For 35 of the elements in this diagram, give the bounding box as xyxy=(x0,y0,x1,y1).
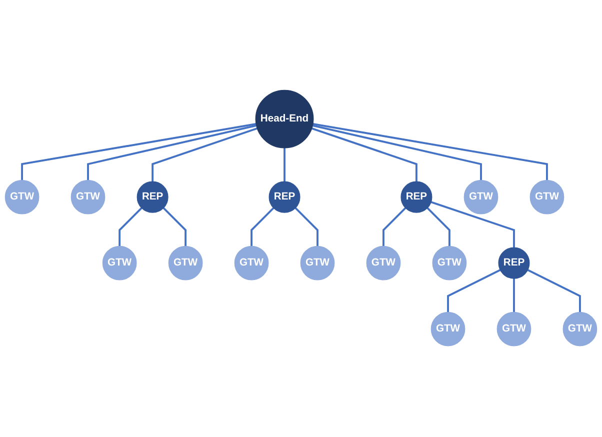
node-circle: GTW xyxy=(496,312,532,347)
connector xyxy=(294,208,318,247)
connector xyxy=(382,208,406,247)
connector xyxy=(312,128,418,182)
connector xyxy=(284,148,286,182)
connector xyxy=(118,208,142,247)
connector xyxy=(426,208,450,247)
node-circle: GTW xyxy=(530,180,564,215)
connector xyxy=(21,123,256,181)
node-circle: GTW xyxy=(4,180,40,215)
connector xyxy=(447,270,501,313)
connector xyxy=(162,208,187,247)
connector xyxy=(430,202,515,248)
node-circle: Head-End xyxy=(255,90,314,149)
connector xyxy=(513,278,515,313)
connector xyxy=(87,125,257,181)
node-circle: GTW xyxy=(464,180,498,215)
node-circle: GTW xyxy=(432,246,467,281)
node-circle: GTW xyxy=(70,180,106,215)
connector xyxy=(312,125,482,181)
node-circle: GTW xyxy=(562,312,598,347)
connector xyxy=(250,208,274,247)
node-circle: GTW xyxy=(300,246,335,281)
node-circle: GTW xyxy=(366,246,401,281)
node-circle: REP xyxy=(498,248,530,280)
node-circle: GTW xyxy=(430,312,466,347)
connector xyxy=(152,128,258,182)
connector xyxy=(527,270,581,313)
node-circle: REP xyxy=(268,182,300,214)
node-circle: REP xyxy=(136,182,168,214)
node-circle: REP xyxy=(400,182,432,214)
connector xyxy=(312,123,548,181)
node-circle: GTW xyxy=(168,246,203,281)
node-circle: GTW xyxy=(102,246,137,281)
node-circle: GTW xyxy=(234,246,269,281)
